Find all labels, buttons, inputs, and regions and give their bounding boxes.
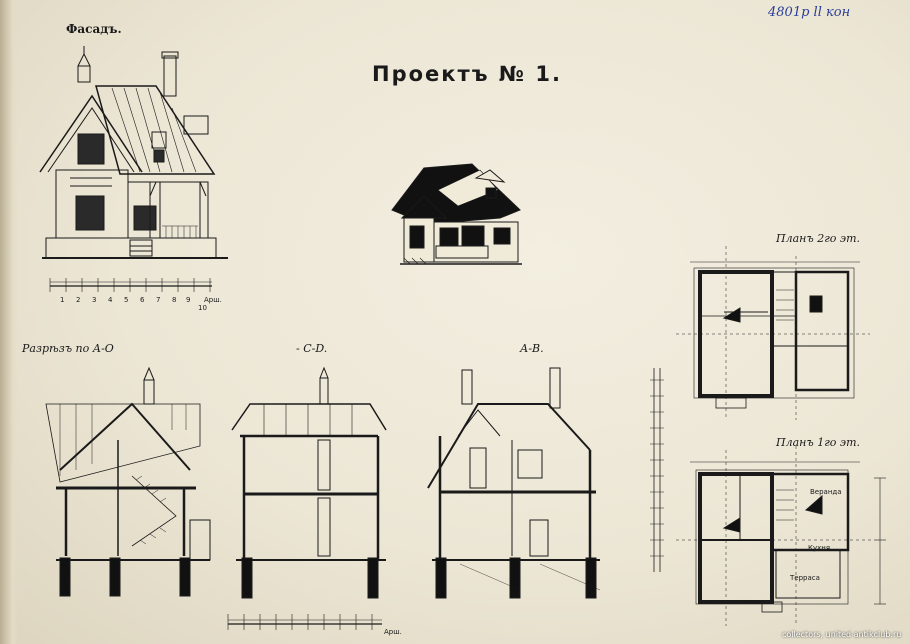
facade-elevation [39, 46, 228, 259]
plan-scale-bar [650, 368, 664, 572]
plan-first-floor-label: Планъ 1го эт. [776, 436, 860, 449]
scale-number: 7 [156, 296, 161, 304]
project-title: Проектъ № 1. [372, 62, 562, 86]
plan-second-floor [676, 246, 870, 420]
plan-second-floor-label: Планъ 2го эт. [776, 232, 860, 245]
section-c-d [231, 366, 387, 599]
scale-number: 2 [76, 296, 81, 304]
scale-number: 4 [108, 296, 113, 304]
room-kitchen-label: Кухня [808, 544, 831, 552]
section-ab-label: А-В. [520, 342, 544, 355]
section-a-o [45, 366, 211, 597]
perspective-view [391, 163, 522, 265]
scale-number: 3 [92, 296, 97, 304]
section-ao-label: Разрѣзъ по А-О [22, 342, 114, 355]
inventory-note: 4801р ll кон [768, 5, 851, 20]
facade-label: Фасадъ. [66, 22, 122, 36]
section-cd-label: - С-D. [296, 342, 328, 355]
scale-number: 10 [198, 304, 207, 312]
section-scale-unit: Арш. [384, 628, 402, 636]
plan-first-floor [676, 446, 886, 626]
page-binding [0, 0, 18, 644]
room-veranda-label: Веранда [810, 488, 842, 496]
facade-scale-bar [49, 278, 212, 292]
section-scale-bar [227, 614, 382, 630]
scale-number: 5 [124, 296, 129, 304]
facade-scale-unit: Арш. [204, 296, 222, 304]
scale-number: 1 [60, 296, 65, 304]
scale-number: 9 [186, 296, 191, 304]
room-terrace-label: Терраса [790, 574, 820, 582]
section-a-b [427, 367, 601, 599]
scale-number: 6 [140, 296, 145, 304]
scale-number: 8 [172, 296, 177, 304]
watermark: collectors, united antikclub.ru [782, 630, 902, 639]
